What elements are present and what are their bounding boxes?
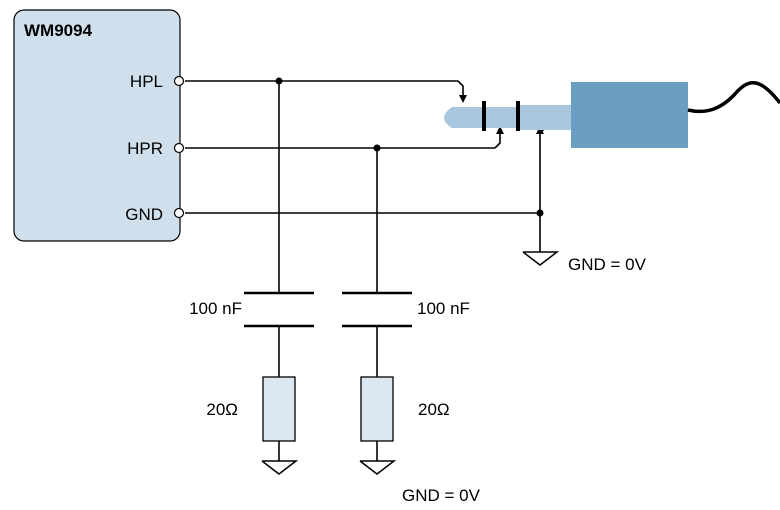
pin-gnd-terminal [173,207,185,219]
cap-left-value: 100 nF [189,299,242,318]
res-left-ground-icon [261,460,299,475]
pin-hpr-terminal [173,142,185,154]
chip-name: WM9094 [24,21,93,40]
plug-body [571,82,688,148]
resistor-right [360,376,394,442]
junction-hpl [275,77,283,85]
load-ground-label: GND = 0V [402,486,481,505]
plug-sleeve [518,105,571,130]
capacitor-left [244,291,314,328]
pin-hpl-terminal [173,75,185,87]
plug-tip [444,107,484,128]
chip-body [13,9,181,242]
ground-symbols [261,251,560,475]
junction-gnd [536,209,544,217]
ring-contact-arrow [496,126,504,134]
resistor-left [262,376,296,442]
res-right-value: 20Ω [418,400,450,419]
wires [185,80,546,461]
junction-hpr [373,144,381,152]
cap-right-value: 100 nF [417,299,470,318]
res-right-ground-icon [359,460,397,475]
res-left-value: 20Ω [206,400,238,419]
jack-ground-icon [522,251,560,266]
tip-contact-arrow [459,95,467,103]
pin-label-hpl: HPL [130,72,163,91]
sleeve-contact [539,127,546,252]
plug-ring [484,107,518,128]
pin-label-gnd: GND [125,205,163,224]
capacitor-right [342,291,412,328]
pin-label-hpr: HPR [127,139,163,158]
jack-ground-label: GND = 0V [568,255,647,274]
headphone-plug [444,81,780,148]
plug-cable [687,81,780,114]
wm9094-chip: WM9094 HPL HPR GND [13,9,181,242]
